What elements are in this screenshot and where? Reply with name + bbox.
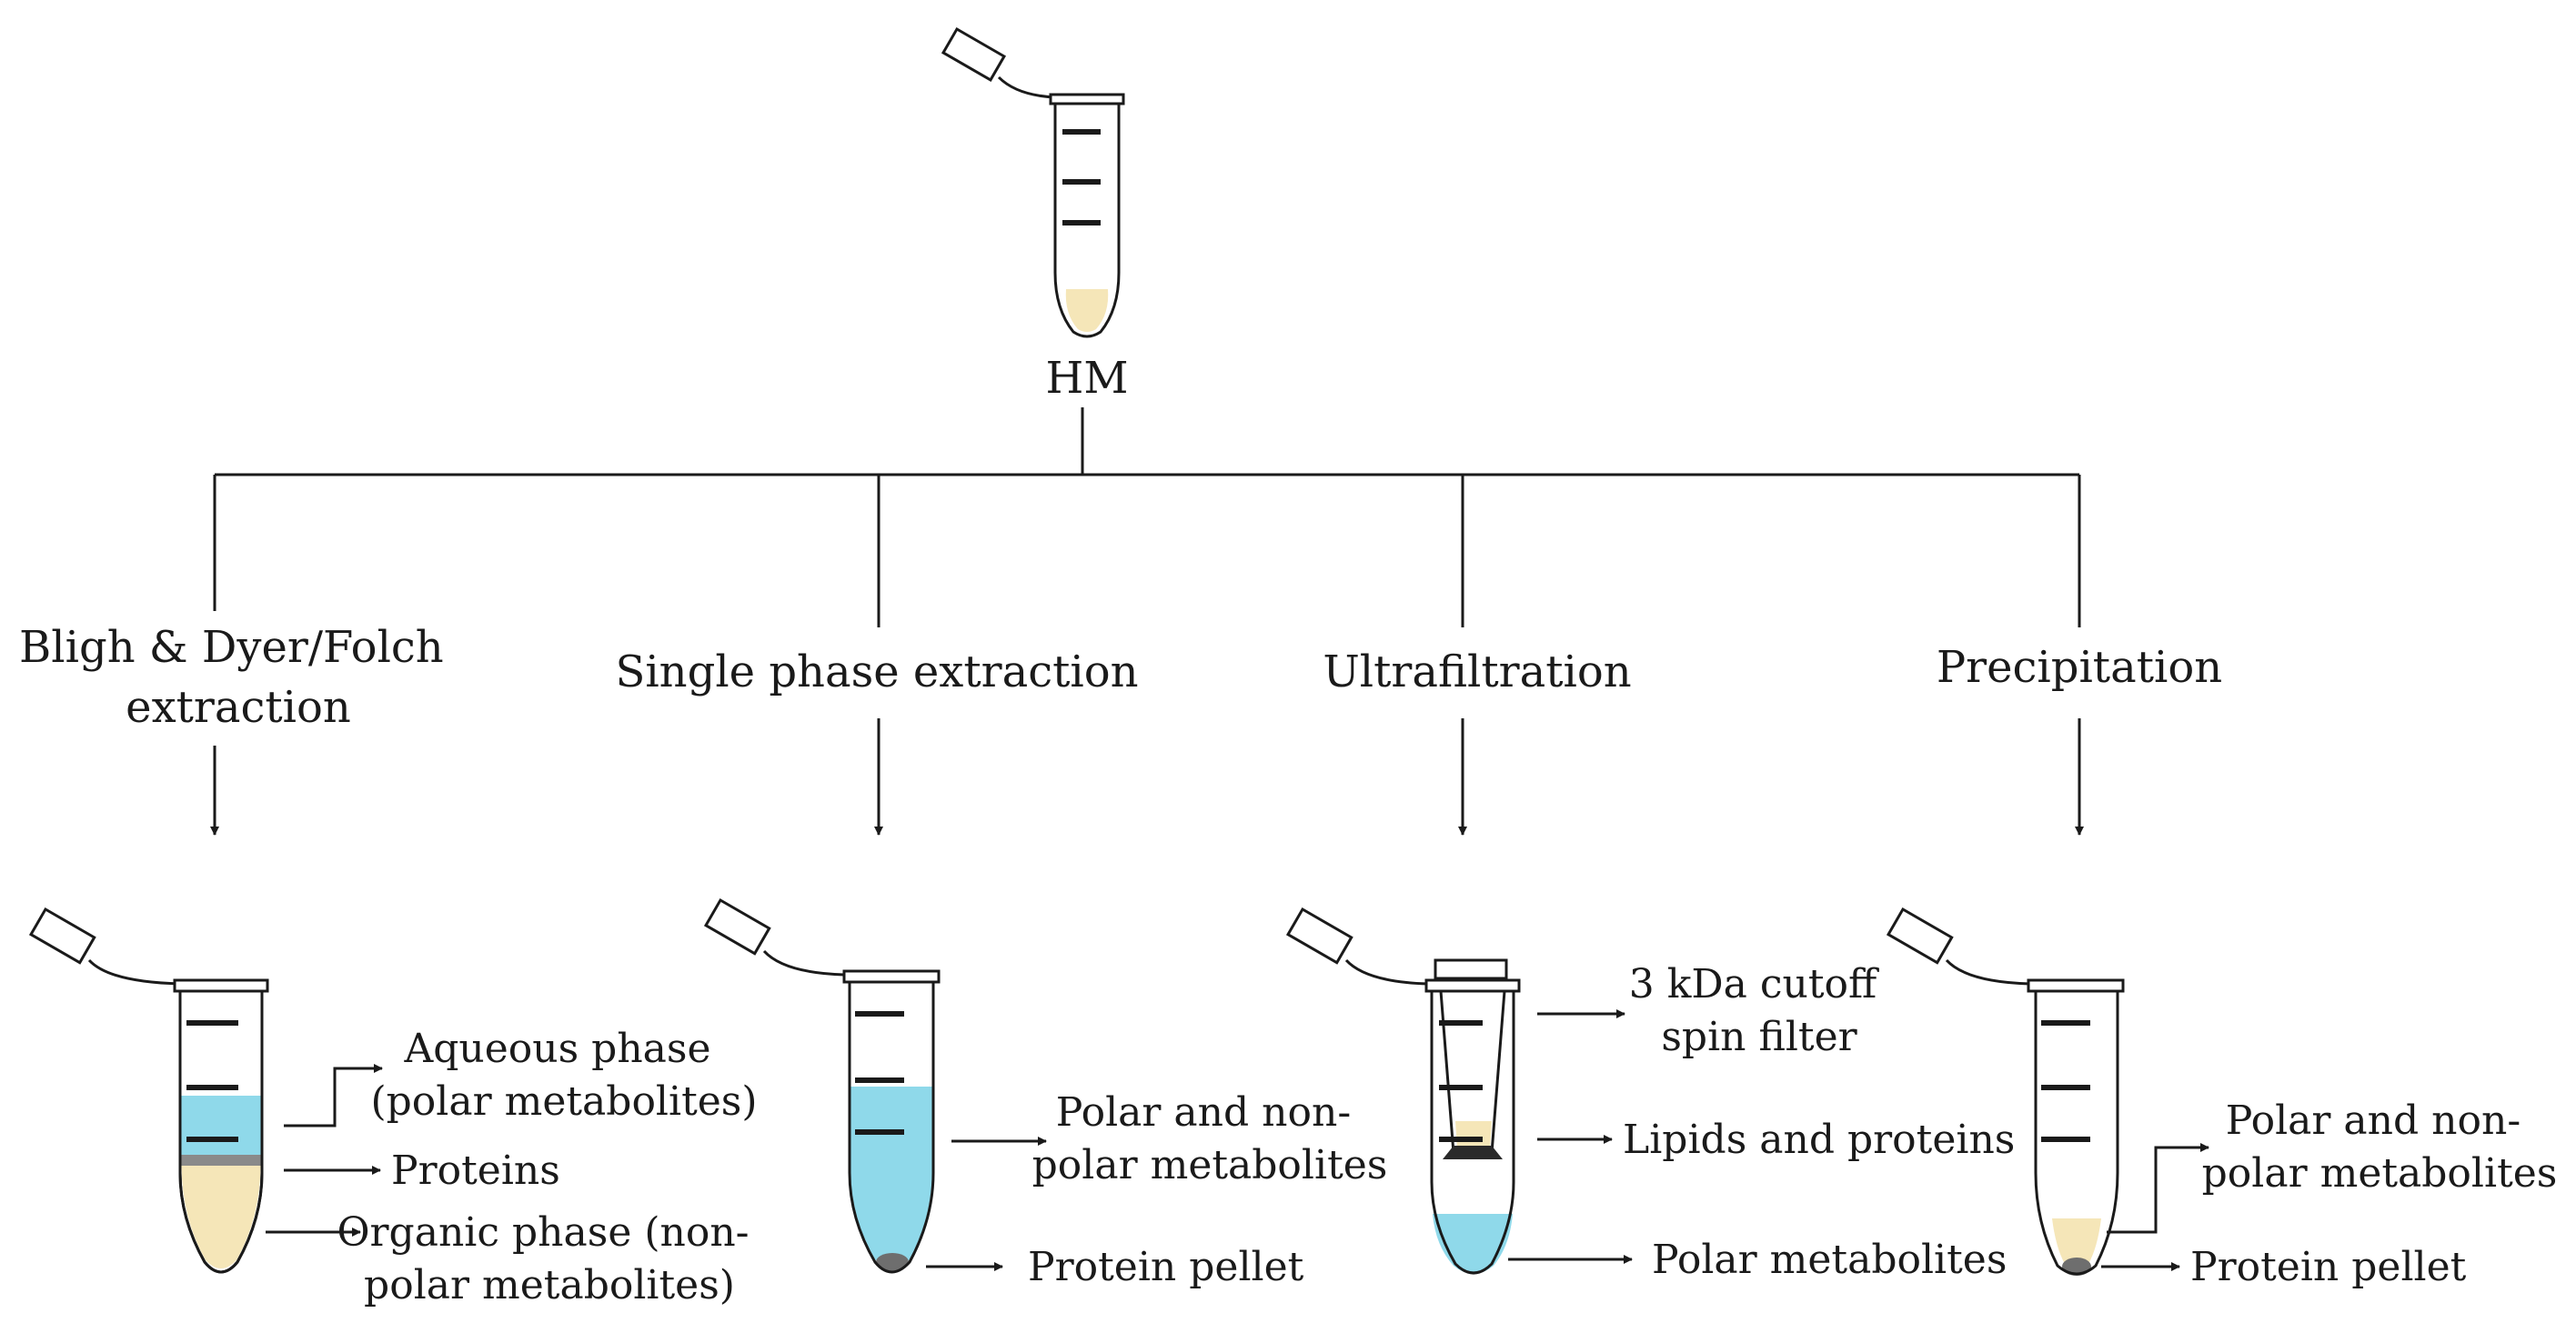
label-polar-metabolites: Polar metabolites xyxy=(1652,1237,2007,1283)
single-phase-annotation-arrows xyxy=(926,1137,1047,1271)
aqueous-layer xyxy=(181,1096,261,1155)
protein-pellet xyxy=(876,1253,909,1271)
label-aqueous-phase: Aqueous phase (polar metabolites) xyxy=(370,1026,757,1125)
method-title-bligh-dyer: Bligh & Dyer/Folch extraction xyxy=(19,622,458,733)
protein-pellet xyxy=(2062,1258,2091,1276)
method-arrows xyxy=(210,718,2084,836)
label-protein-pellet-precip: Protein pellet xyxy=(2190,1244,2467,1290)
label-spin-filter: 3 kDa cutoff spin filter xyxy=(1629,961,1890,1060)
bligh-dyer-tube xyxy=(28,907,269,1274)
method-title-ultrafiltration: Ultrafiltration xyxy=(1323,646,1631,697)
single-phase-tube xyxy=(703,897,941,1274)
label-lipids-proteins: Lipids and proteins xyxy=(1623,1117,2015,1163)
label-organic-phase: Organic phase (non- polar metabolites) xyxy=(337,1209,761,1308)
supernatant-layer xyxy=(2052,1218,2101,1269)
label-protein-pellet-single: Protein pellet xyxy=(1028,1244,1304,1290)
ultrafiltration-tube xyxy=(1285,907,1521,1275)
precipitation-annotation-arrows xyxy=(2101,1143,2209,1271)
filter-membrane xyxy=(1443,1146,1503,1159)
protein-band xyxy=(181,1155,261,1166)
method-title-single-phase: Single phase extraction xyxy=(615,646,1138,697)
tree-connectors xyxy=(213,407,2081,627)
milk-layer xyxy=(1065,289,1109,332)
label-proteins: Proteins xyxy=(391,1148,560,1194)
label-polar-nonpolar-precip: Polar and non- polar metabolites xyxy=(2202,1097,2558,1197)
ultrafiltration-annotation-arrows xyxy=(1508,1009,1633,1264)
bligh-dyer-annotation-arrows xyxy=(266,1064,383,1237)
organic-layer xyxy=(181,1166,261,1268)
label-polar-nonpolar-single: Polar and non- polar metabolites xyxy=(1032,1089,1388,1188)
hm-label: HM xyxy=(1045,353,1128,404)
precipitation-tube xyxy=(1886,907,2125,1276)
tube-lid xyxy=(941,26,1056,99)
method-title-precipitation: Precipitation xyxy=(1937,642,2222,693)
retentate-layer xyxy=(1455,1121,1492,1148)
hm-sample-tube xyxy=(941,26,1125,338)
